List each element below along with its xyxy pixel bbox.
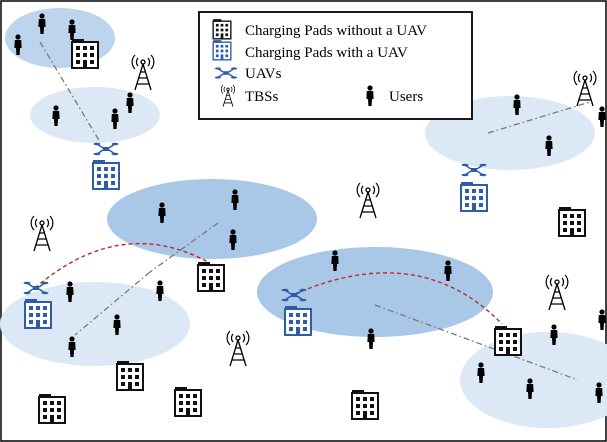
legend: Charging Pads without a UAV Charging Pad… xyxy=(198,11,473,120)
coverage-area xyxy=(257,247,493,337)
coverage-area xyxy=(107,179,317,259)
uav-user-link xyxy=(374,304,579,381)
charging-pad-icon xyxy=(174,386,202,417)
charging-pad-icon xyxy=(197,261,225,292)
legend-label-users: Users xyxy=(389,89,423,105)
tbs-antenna-icon xyxy=(356,182,380,219)
charging-pad-icon xyxy=(116,360,144,391)
charging-pad-icon xyxy=(351,389,379,420)
tbs-antenna-icon xyxy=(226,330,250,367)
legend-item-pad-with-uav: Charging Pads with a UAV xyxy=(212,39,408,61)
legend-box xyxy=(198,11,473,120)
charging-pad-with-uav-icon xyxy=(460,163,488,212)
uav-travel-path xyxy=(294,272,503,325)
tbs-antenna-icon xyxy=(573,70,597,107)
legend-label-tbss: TBSs xyxy=(245,89,279,105)
charging-pad-icon xyxy=(558,206,586,237)
charging-pad-icon xyxy=(71,38,99,69)
charging-pad-icon xyxy=(494,325,522,356)
user-icon xyxy=(367,328,375,349)
legend-item-pad-without-uav: Charging Pads without a UAV xyxy=(212,18,427,40)
tbs-antenna-icon xyxy=(30,215,54,252)
legend-item-tbss: TBSs xyxy=(220,84,279,108)
charging-pad-with-uav-icon xyxy=(92,142,120,190)
charging-pad-icon xyxy=(38,393,66,424)
links xyxy=(34,41,591,381)
uav-user-link xyxy=(487,101,591,134)
legend-item-users: Users xyxy=(366,85,423,106)
charging-pad-with-uav-icon xyxy=(212,39,232,61)
legend-label-pad-without-uav: Charging Pads without a UAV xyxy=(245,23,427,39)
uav-user-link xyxy=(149,222,219,273)
legend-label-pad-with-uav: Charging Pads with a UAV xyxy=(245,45,408,61)
user-icon xyxy=(598,309,606,330)
user-icon xyxy=(598,106,606,127)
legend-label-uavs: UAVs xyxy=(245,66,282,82)
legend-item-uavs: UAVs xyxy=(214,66,282,82)
coverage-area xyxy=(30,87,160,143)
coverage-area xyxy=(460,332,607,428)
tbs-antenna-icon xyxy=(545,274,569,311)
uav-icon xyxy=(92,142,120,156)
charging-pad-icon xyxy=(212,18,232,40)
uav-user-link xyxy=(74,271,151,336)
uav-travel-path xyxy=(34,242,209,289)
uav-user-link xyxy=(39,41,101,143)
tbs-antenna-icon xyxy=(131,54,155,91)
